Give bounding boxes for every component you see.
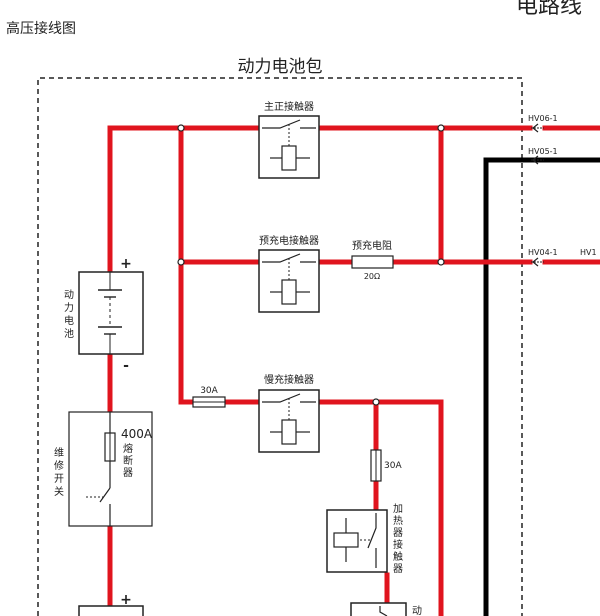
precharge-resistor-label: 预充电阻 bbox=[352, 239, 392, 252]
svg-text:断: 断 bbox=[123, 454, 133, 467]
svg-text:熔: 熔 bbox=[123, 442, 133, 455]
precharge-resistor bbox=[351, 255, 394, 269]
page-title: 高压接线图 bbox=[6, 21, 76, 37]
precharge-contactor-label: 预充电接触器 bbox=[259, 234, 319, 247]
connector-hv05 bbox=[531, 155, 544, 165]
service-switch-label: 维 修 开 关 bbox=[54, 446, 64, 498]
lower-battery-plus: + bbox=[120, 592, 132, 608]
slow-charge-fuse-label: 30A bbox=[200, 386, 218, 396]
svg-text:器: 器 bbox=[123, 467, 133, 479]
pack-boundary bbox=[37, 77, 523, 616]
battery-minus: - bbox=[123, 358, 129, 374]
battery-label: 动 力 电 池 bbox=[64, 289, 74, 340]
lower-right-label: 动 bbox=[412, 605, 422, 616]
main-fuse-label: 熔 断 器 bbox=[123, 442, 133, 479]
svg-text:力: 力 bbox=[64, 301, 74, 314]
svg-text:器: 器 bbox=[393, 563, 403, 575]
battery-symbol bbox=[78, 271, 144, 355]
svg-text:热: 热 bbox=[393, 514, 403, 527]
battery-plus: + bbox=[120, 256, 132, 272]
connector-hv04-label: HV04-1 bbox=[528, 248, 558, 257]
svg-text:关: 关 bbox=[54, 485, 64, 498]
svg-text:修: 修 bbox=[54, 459, 64, 472]
slow-charge-contactor-label: 慢充接触器 bbox=[264, 373, 314, 386]
svg-text:电: 电 bbox=[64, 314, 74, 327]
lower-right-component bbox=[350, 602, 407, 616]
connector-hv06-label: HV06-1 bbox=[528, 114, 558, 123]
pack-label: 动力电池包 bbox=[238, 57, 323, 77]
heater-contactor-label: 加 热 器 接 触 器 bbox=[393, 503, 403, 575]
service-switch-module bbox=[68, 411, 153, 527]
svg-text:触: 触 bbox=[393, 550, 403, 563]
heater-contactor bbox=[326, 509, 388, 573]
connector-hv04 bbox=[531, 257, 544, 267]
svg-text:维: 维 bbox=[54, 446, 64, 459]
svg-text:池: 池 bbox=[64, 327, 74, 340]
connector-hv05-label: HV05-1 bbox=[528, 147, 558, 156]
svg-text:开: 开 bbox=[54, 474, 64, 485]
precharge-contactor bbox=[258, 249, 320, 313]
svg-text:接: 接 bbox=[393, 538, 403, 551]
svg-text:器: 器 bbox=[393, 527, 403, 539]
main-positive-contactor bbox=[258, 115, 320, 179]
precharge-resistor-value: 20Ω bbox=[364, 272, 380, 281]
lower-battery bbox=[78, 605, 144, 616]
junction-dots bbox=[177, 124, 445, 406]
svg-text:动: 动 bbox=[64, 289, 74, 301]
slow-charge-contactor bbox=[258, 389, 320, 453]
connector-hv1-label: HV1 bbox=[580, 248, 597, 257]
main-fuse-rating: 400A bbox=[121, 427, 153, 441]
main-positive-contactor-label: 主正接触器 bbox=[264, 100, 314, 113]
connector-hv06 bbox=[531, 123, 544, 133]
ground-wire bbox=[483, 157, 600, 616]
heater-fuse-label: 30A bbox=[384, 461, 402, 471]
svg-text:加: 加 bbox=[393, 503, 403, 515]
corner-title: 电路线 bbox=[516, 0, 583, 19]
